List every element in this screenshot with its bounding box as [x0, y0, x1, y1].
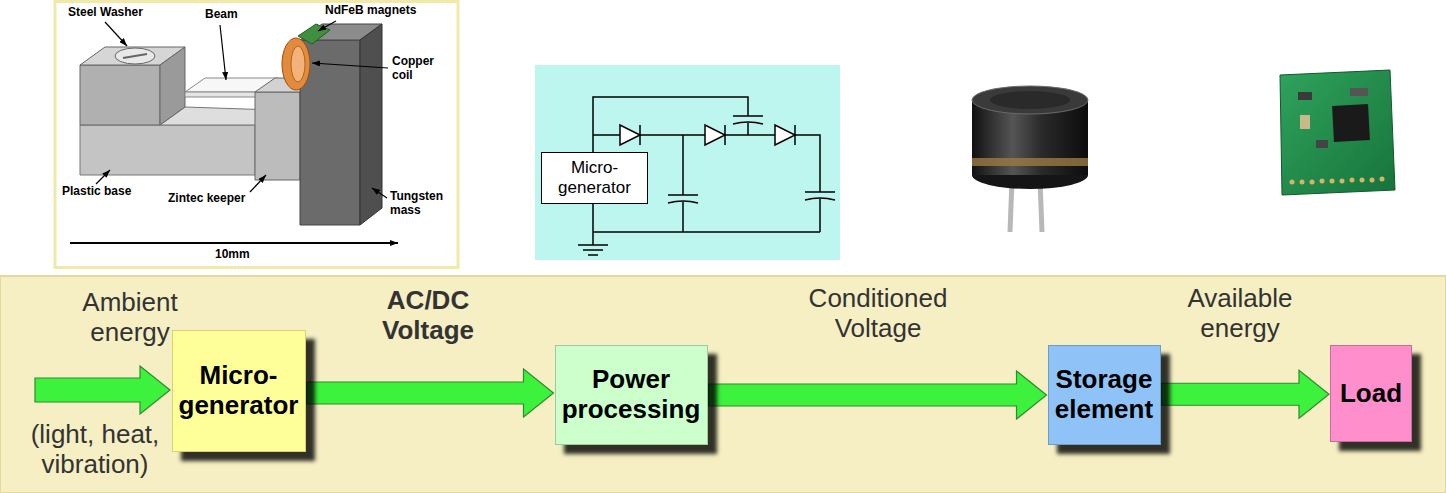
text-group: Load — [1340, 379, 1402, 409]
circuit-schematic — [639, 125, 641, 145]
microgenerator-illustration — [185, 92, 258, 97]
microgenerator-illustration — [255, 92, 300, 180]
box-label: Micro- generator — [558, 158, 631, 197]
circuit-schematic — [578, 245, 608, 255]
flow-band — [0, 276, 1446, 493]
process-box: Load — [1330, 345, 1412, 442]
text-group: Power processing — [562, 365, 701, 425]
circuit-schematic — [805, 191, 835, 193]
circuit-schematic — [535, 65, 840, 260]
process-box: Micro- generator — [172, 330, 306, 452]
text-group: Storage element — [1055, 365, 1153, 425]
process-box: Storage element — [1048, 345, 1161, 445]
leader-lines — [318, 21, 336, 31]
generator-block: Micro- generator — [541, 152, 648, 204]
circuit-schematic — [747, 123, 749, 135]
leader-lines — [70, 242, 398, 244]
supercapacitor-picture — [990, 91, 1070, 109]
flow-label: (light, heat, vibration) — [20, 420, 170, 480]
supercapacitor-picture — [972, 86, 1088, 232]
leader-lines — [312, 63, 388, 68]
microgenerator-illustration — [123, 54, 147, 58]
circuit-schematic — [682, 202, 684, 232]
circuit-schematic — [620, 125, 795, 145]
circuit-board-picture — [1280, 70, 1395, 195]
circuit-schematic — [733, 115, 763, 117]
microgenerator-illustration — [115, 48, 155, 64]
circuit-schematic — [775, 125, 795, 145]
leader-lines — [96, 170, 110, 184]
box-label: Micro- generator — [179, 361, 299, 421]
leader-lines — [70, 21, 398, 243]
circuit-schematic — [535, 65, 840, 260]
part-label: Beam — [205, 8, 238, 22]
box-label: Load — [1340, 379, 1402, 409]
circuit-board-picture — [1350, 88, 1368, 96]
circuit-schematic — [668, 194, 698, 196]
flow-arrow — [307, 369, 554, 417]
flow-arrow — [709, 371, 1047, 419]
part-label: Steel Washer — [68, 6, 143, 20]
circuit-schematic — [593, 97, 748, 152]
part-label: Copper coil — [392, 55, 434, 83]
leader-lines — [220, 25, 226, 80]
process-box: Power processing — [555, 345, 708, 445]
circuit-board-picture — [1290, 177, 1385, 185]
part-label: Zintec keeper — [168, 192, 245, 206]
circuit-schematic — [592, 204, 594, 245]
circuit-board-picture — [1300, 115, 1310, 129]
circuit-board-picture — [1316, 140, 1328, 148]
microgenerator-illustration — [80, 125, 255, 175]
leader-lines — [105, 22, 127, 46]
circuit-schematic — [819, 199, 821, 232]
circuit-board-picture — [1360, 178, 1365, 183]
microgenerator-illustration — [55, 2, 458, 268]
circuit-schematic — [620, 125, 640, 145]
text-group: Micro- generator — [558, 158, 631, 197]
circuit-schematic — [705, 125, 725, 145]
dimension-label: 10mm — [215, 248, 250, 262]
leader-lines — [250, 175, 266, 192]
microgenerator-illustration — [80, 65, 160, 125]
connector-label: Conditioned Voltage — [798, 284, 958, 344]
connector-label: AC/DC Voltage — [353, 286, 503, 346]
leader-lines — [372, 188, 387, 198]
circuit-board-picture — [1310, 180, 1315, 185]
circuit-schematic — [794, 125, 796, 145]
connector-label: Available energy — [1175, 284, 1305, 344]
microgenerator-illustration — [360, 24, 382, 225]
microgenerator-illustration — [55, 2, 458, 268]
supercapacitor-picture — [972, 86, 1088, 114]
input-arrow — [35, 366, 170, 414]
circuit-board-picture — [1300, 180, 1305, 185]
circuit-board-picture — [1320, 179, 1325, 184]
text-group: Micro- generator — [179, 361, 299, 421]
circuit-schematic — [724, 125, 726, 145]
circuit-board-picture — [1280, 70, 1395, 195]
part-label: NdFeB magnets — [325, 4, 416, 18]
microgenerator-illustration — [282, 38, 310, 90]
flow-label: Ambient energy — [70, 288, 190, 348]
circuit-board-picture — [1298, 92, 1312, 100]
part-label: Tungsten mass — [390, 190, 443, 218]
box-label: Power processing — [562, 365, 701, 425]
circuit-board-picture — [1370, 178, 1375, 183]
circuit-schematic — [682, 135, 684, 195]
flow-arrow — [1162, 370, 1330, 418]
box-label: Storage element — [1055, 365, 1153, 425]
circuit-board-picture — [1380, 177, 1385, 182]
circuit-board-picture — [1350, 178, 1355, 183]
microgenerator-illustration — [291, 46, 305, 82]
microgenerator-illustration — [160, 47, 185, 125]
circuit-board-picture — [1340, 179, 1345, 184]
supercapacitor-picture — [972, 158, 1088, 166]
circuit-board-picture — [1290, 180, 1295, 185]
circuit-board-picture — [1330, 179, 1335, 184]
part-label: Plastic base — [62, 185, 131, 199]
circuit-schematic — [593, 231, 820, 233]
circuit-board-picture — [1332, 104, 1370, 142]
